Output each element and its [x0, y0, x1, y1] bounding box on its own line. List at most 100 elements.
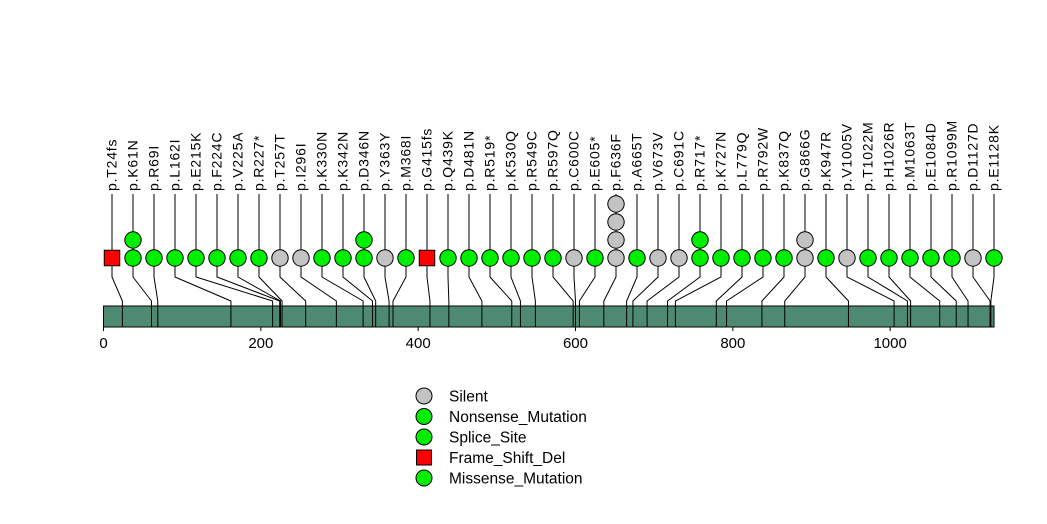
mutation-label: p.H1026R	[881, 122, 897, 191]
mutation-marker	[985, 249, 1003, 267]
mutation-lollipop: p.T1022M	[859, 122, 908, 327]
mutation-marker	[628, 249, 646, 267]
mutation-label: p.E215K	[188, 132, 204, 191]
mutation-stem	[888, 194, 912, 327]
mutation-stem	[342, 194, 374, 327]
mutation-lollipop: p.E215K	[187, 132, 274, 327]
mutation-lollipop: p.M1063T	[901, 122, 941, 327]
mutation-stem	[384, 194, 390, 327]
mutation-label: p.M1063T	[902, 122, 918, 191]
mutation-label: p.R792W	[755, 127, 771, 191]
legend-label: Frame_Shift_Del	[449, 450, 565, 467]
mutation-label: p.F224C	[209, 132, 225, 191]
mutation-stem	[715, 194, 743, 327]
mutation-marker	[712, 249, 730, 267]
mutation-label: p.C600C	[566, 130, 582, 191]
mutation-stem	[426, 194, 431, 327]
mutation-stem	[489, 194, 513, 327]
mutation-stem	[392, 194, 407, 327]
mutation-lollipop: p.L779Q	[715, 132, 751, 327]
mutation-lollipop: p.M368I	[392, 135, 415, 327]
mutation-lollipop: p.E1084D	[922, 122, 957, 327]
mutation-lollipop: p.G415fs	[418, 128, 436, 327]
mutation-lollipop: p.F636F	[603, 133, 625, 327]
mutation-stem	[867, 194, 908, 327]
mutation-marker	[691, 231, 709, 249]
mutation-stem	[761, 194, 785, 327]
mutation-stem	[552, 194, 574, 327]
mutation-marker	[754, 249, 772, 267]
mutation-marker	[334, 249, 352, 267]
mutation-marker	[607, 195, 625, 213]
mutation-lollipop: p.K61N	[124, 140, 152, 327]
mutation-label: p.E1084D	[923, 122, 939, 191]
mutation-stem	[972, 194, 991, 327]
mutation-lollipop: p.K330N	[313, 131, 364, 327]
mutation-marker	[355, 231, 373, 249]
mutation-marker	[187, 249, 205, 267]
mutation-label: p.R519*	[482, 135, 498, 191]
mutation-lollipop: p.C691C	[646, 130, 688, 327]
mutation-stem	[195, 194, 274, 327]
mutation-lollipop: p.K947R	[817, 131, 849, 327]
mutation-lollipop: p.G866G	[784, 129, 814, 327]
mutation-label: p.R597Q	[545, 129, 561, 191]
mutation-lollipop: p.R1099M	[943, 120, 969, 327]
mutation-stem	[447, 194, 450, 327]
mutation-stem	[237, 194, 281, 327]
mutation-label: p.K530Q	[503, 130, 519, 191]
mutation-stem	[321, 194, 364, 327]
mutation-marker	[544, 249, 562, 267]
mutation-marker	[313, 249, 331, 267]
mutation-lollipop: p.K342N	[334, 131, 374, 327]
mutation-stem	[951, 194, 969, 327]
legend-marker-splice_site-icon	[415, 428, 433, 446]
mutation-label: p.R717*	[692, 135, 708, 191]
mutation-marker	[607, 231, 625, 249]
mutation-marker	[649, 249, 667, 267]
mutation-marker	[838, 249, 856, 267]
legend: SilentNonsense_MutationSplice_SiteFrame_…	[415, 387, 587, 488]
legend-item: Nonsense_Mutation	[415, 408, 587, 426]
mutation-marker	[103, 249, 121, 267]
mutation-marker	[880, 249, 898, 267]
mutation-marker	[775, 249, 793, 267]
legend-marker-missense_mutation-icon	[415, 469, 433, 487]
mutation-lollipop: p.E605*	[578, 136, 604, 327]
mutation-label: p.K61N	[125, 140, 141, 192]
mutation-stem	[531, 194, 536, 327]
mutation-lollipop: p.R519*	[481, 135, 513, 327]
legend-label: Nonsense_Mutation	[449, 409, 587, 426]
mutation-marker	[208, 249, 226, 267]
mutation-lollipop: p.T24fs	[104, 139, 123, 327]
mutation-marker	[943, 249, 961, 267]
legend-label: Silent	[449, 389, 488, 406]
mutation-lollipop: p.H1026R	[880, 122, 912, 327]
mutation-lollipop: p.V225A	[229, 132, 281, 327]
mutation-label: p.E1128K	[986, 124, 1002, 191]
legend-item: Frame_Shift_Del	[416, 449, 565, 467]
mutation-marker	[502, 249, 520, 267]
mutation-stem	[990, 194, 995, 327]
mutation-label: p.R69I	[146, 145, 162, 191]
mutation-marker	[460, 249, 478, 267]
mutation-stem	[510, 194, 521, 327]
mutation-label: p.G866G	[797, 129, 813, 191]
legend-item: Splice_Site	[415, 428, 527, 447]
mutation-label: p.D346N	[356, 130, 372, 191]
mutation-marker	[817, 249, 835, 267]
mutation-marker	[124, 231, 142, 249]
mutation-lollipop: p.D1127D	[964, 123, 991, 327]
axis-tick-label: 1000	[873, 335, 906, 352]
mutation-marker	[796, 231, 814, 249]
mutation-marker	[565, 249, 583, 267]
mutation-marker	[145, 249, 163, 267]
axis-tick-label: 0	[99, 335, 107, 352]
mutation-label: p.V1005V	[839, 123, 855, 191]
legend-marker-frame_shift_del-icon	[416, 449, 432, 466]
mutation-marker	[418, 249, 436, 267]
mutation-stem	[726, 194, 764, 327]
mutation-lollipop: p.F224C	[208, 132, 281, 327]
mutation-marker	[607, 213, 625, 231]
